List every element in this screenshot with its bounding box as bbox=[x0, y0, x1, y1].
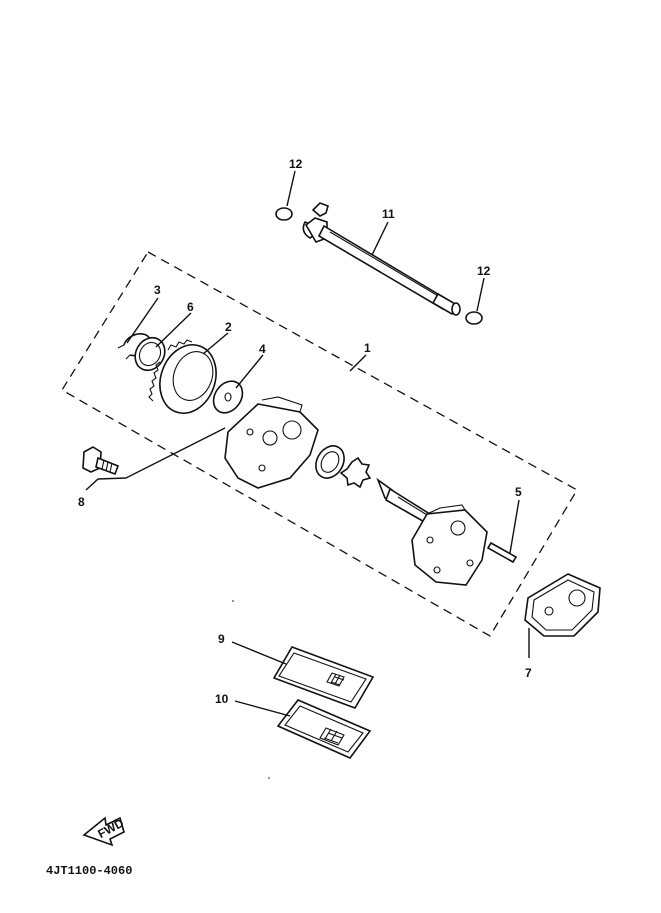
callout-11: 11 bbox=[382, 207, 395, 221]
part-11-shaft bbox=[302, 202, 461, 316]
callout-3: 3 bbox=[154, 283, 161, 297]
part-7-gasket bbox=[524, 573, 601, 637]
part-8-bolt bbox=[82, 446, 120, 476]
inner-rotor bbox=[339, 456, 372, 489]
part-4-washer bbox=[212, 380, 244, 414]
callout-1: 1 bbox=[364, 341, 371, 355]
leader-12-upper bbox=[286, 170, 296, 207]
fwd-arrow-icon: FWD bbox=[82, 816, 126, 847]
callout-6: 6 bbox=[187, 300, 194, 314]
part-12-lower-oring bbox=[465, 311, 483, 325]
callout-5: 5 bbox=[515, 485, 522, 499]
callout-2: 2 bbox=[225, 320, 232, 334]
part-9-strainer bbox=[272, 646, 375, 709]
part-2-gear bbox=[148, 339, 217, 414]
callout-4: 4 bbox=[259, 342, 266, 356]
callout-7: 7 bbox=[525, 666, 532, 680]
callout-8: 8 bbox=[78, 495, 85, 509]
callout-12-lower: 12 bbox=[477, 264, 491, 278]
speck bbox=[268, 777, 270, 779]
callout-10: 10 bbox=[215, 692, 229, 706]
leader-10 bbox=[234, 700, 291, 717]
part-10-gasket bbox=[276, 699, 372, 759]
outer-rotor bbox=[315, 445, 345, 479]
leader-12-lower bbox=[476, 277, 485, 312]
leader-5 bbox=[509, 499, 520, 554]
part-5-pin bbox=[486, 541, 518, 564]
leader-6 bbox=[155, 312, 192, 348]
leader-1 bbox=[349, 354, 367, 372]
leader-8 bbox=[85, 427, 226, 491]
callout-9: 9 bbox=[218, 632, 225, 646]
pump-cover bbox=[411, 504, 488, 586]
pump-body bbox=[224, 396, 319, 489]
callout-12-upper: 12 bbox=[289, 157, 303, 171]
assembly-boundary bbox=[61, 251, 578, 637]
leader-9 bbox=[231, 641, 287, 665]
leader-11 bbox=[371, 221, 389, 256]
leader-3 bbox=[126, 297, 159, 344]
leader-2 bbox=[202, 332, 229, 355]
speck bbox=[232, 600, 234, 602]
diagram-code: 4JT1100-4060 bbox=[46, 864, 132, 878]
leader-4 bbox=[235, 354, 264, 389]
part-12-upper-oring bbox=[275, 207, 293, 221]
